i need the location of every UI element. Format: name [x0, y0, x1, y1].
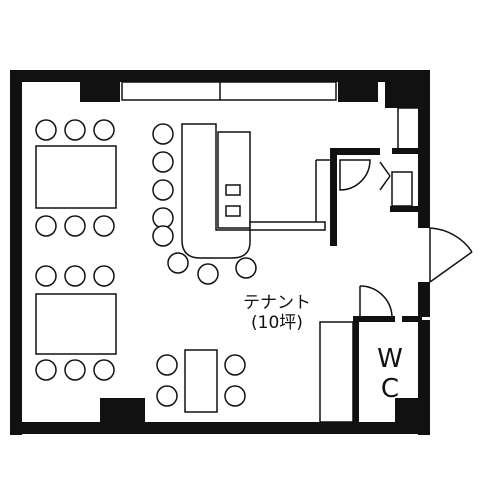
- wall-right-upper: [418, 70, 430, 228]
- pillar-top-right: [338, 70, 378, 102]
- storage: [319, 321, 354, 423]
- stool: [152, 207, 174, 229]
- chair: [93, 215, 115, 237]
- wall-bottom: [10, 422, 430, 434]
- chair: [93, 265, 115, 287]
- stool: [167, 252, 189, 274]
- room-label: テナント (10坪): [222, 293, 332, 333]
- wall-left: [10, 70, 22, 435]
- chair: [64, 119, 86, 141]
- pillar-top-left: [80, 70, 120, 102]
- partition-wall: [330, 148, 380, 155]
- room-name: テナント: [243, 293, 311, 313]
- counter-top: [181, 123, 251, 259]
- table: [35, 145, 117, 209]
- table-group-lower: [35, 265, 117, 381]
- chair: [64, 215, 86, 237]
- partition-wall: [392, 148, 422, 154]
- chair: [93, 359, 115, 381]
- chair: [224, 354, 246, 376]
- table: [184, 349, 218, 413]
- stool: [235, 257, 257, 279]
- sink: [225, 205, 241, 217]
- stool: [197, 263, 219, 285]
- outer-walls: [10, 70, 430, 435]
- sink: [225, 184, 241, 196]
- door: [339, 159, 371, 191]
- pillar-bottom: [100, 398, 145, 434]
- partition-wall: [330, 148, 337, 246]
- wc-label: W C: [377, 344, 403, 404]
- wall-right-middle: [418, 282, 430, 317]
- table-group-upper: [35, 119, 117, 237]
- wc-wall: [353, 316, 359, 426]
- chair: [156, 354, 178, 376]
- interior-partition: [315, 107, 422, 246]
- pillar-bottom-right: [395, 398, 430, 434]
- wc-wall: [402, 316, 422, 322]
- window: [121, 81, 337, 101]
- stool: [152, 151, 174, 173]
- chair: [64, 359, 86, 381]
- chair: [35, 359, 57, 381]
- chair: [64, 265, 86, 287]
- chair: [35, 265, 57, 287]
- table-group-bottom: [156, 349, 246, 413]
- chair: [224, 385, 246, 407]
- table: [35, 293, 117, 355]
- bar-counter: [152, 123, 326, 285]
- counter-extension: [249, 221, 326, 231]
- chair: [35, 119, 57, 141]
- stool: [152, 123, 174, 145]
- chair: [93, 119, 115, 141]
- chair: [156, 385, 178, 407]
- door: [379, 161, 391, 191]
- chair: [35, 215, 57, 237]
- room-area: (10坪): [251, 313, 303, 333]
- wc-room: [319, 316, 422, 426]
- wc-wall: [353, 316, 395, 322]
- wc-door: [359, 285, 393, 317]
- entrance-door: [418, 227, 473, 283]
- stool: [152, 225, 174, 247]
- partition-wall: [390, 206, 422, 212]
- pillar-top-corner: [385, 70, 430, 108]
- stool: [152, 179, 174, 201]
